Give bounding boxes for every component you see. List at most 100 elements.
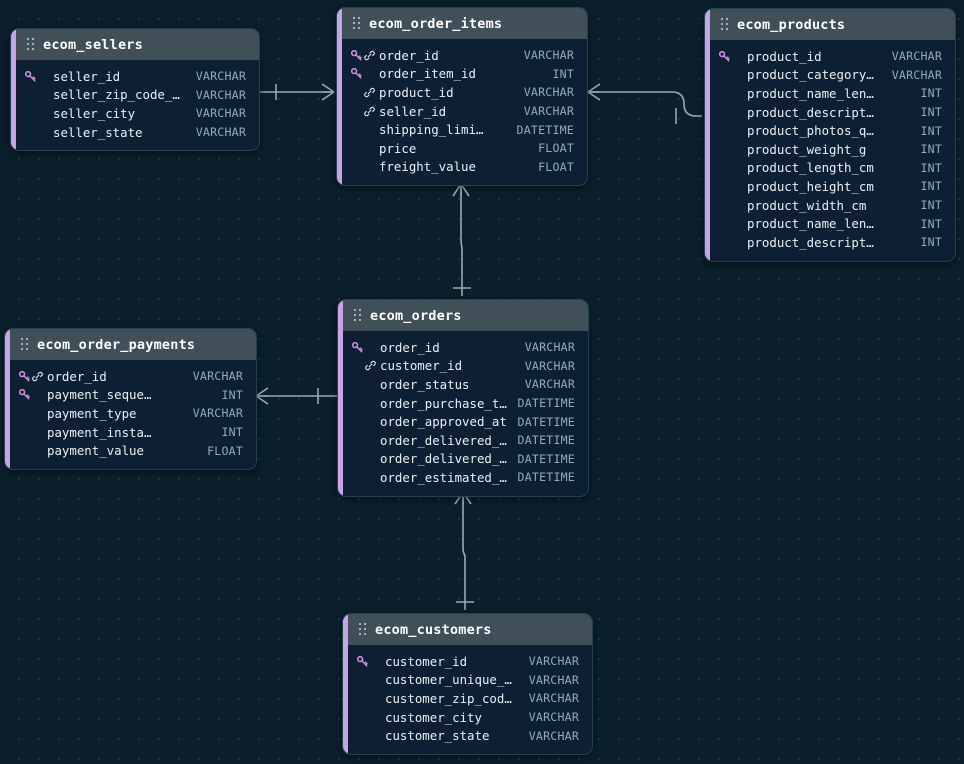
table-header-ecom_sellers[interactable]: ecom_sellers [11,29,259,60]
column-type: INT [920,123,942,138]
drag-handle-icon[interactable] [721,18,729,31]
column-name: customer_id [385,653,468,669]
column-type: INT [221,387,243,402]
primary-key-icon [719,50,730,62]
column-name: order_purchase_t… [380,395,507,411]
drag-handle-icon[interactable] [27,38,35,51]
column-type: DATETIME [517,470,575,485]
column-name: product_name_len… [747,85,874,101]
column-name: product_category… [747,67,874,83]
foreign-key-link-icon [364,106,375,116]
column-type: VARCHAR [523,104,574,119]
primary-key-icon [18,389,31,400]
column-type: DATETIME [517,451,575,466]
foreign-key-link-icon [363,87,376,98]
column-row[interactable]: product_name_len…INT [705,84,955,103]
column-type: DATETIME [516,122,574,137]
drag-handle-icon[interactable] [353,17,361,30]
column-row[interactable]: product_photos_q…INT [705,121,955,140]
column-name: order_status [380,376,470,392]
table-accent-stripe [337,8,342,186]
column-name: seller_state [53,124,143,140]
table-accent-stripe [338,300,343,496]
primary-key-icon [18,370,31,382]
column-row[interactable]: payment_value FLOAT [5,441,256,460]
drag-handle-icon[interactable] [21,338,29,351]
column-row[interactable]: product_category…VARCHAR [705,66,955,85]
column-row[interactable]: product_descript…INT [705,233,955,252]
column-type: VARCHAR [524,377,575,392]
primary-key-icon [351,341,364,353]
column-row[interactable]: order_delivered_…DATETIME [338,431,588,450]
column-row[interactable]: order_estimated_…DATETIME [338,468,588,487]
column-row[interactable]: customer_unique_…VARCHAR [343,671,592,690]
table-header-ecom_customers[interactable]: ecom_customers [343,614,592,645]
column-row[interactable]: payment_seque…INT [5,386,256,405]
table-title: ecom_orders [370,307,462,324]
column-row[interactable]: seller_zip_code_…VARCHAR [11,86,259,105]
table-header-ecom_orders[interactable]: ecom_orders [338,300,588,331]
column-row[interactable]: order_delivered_… DATETIME [338,450,588,469]
crowsfoot-marker [321,83,335,101]
primary-key-icon [19,389,30,400]
column-row[interactable]: order_purchase_t…DATETIME [338,394,588,413]
column-name: product_length_cm [747,160,874,176]
column-type: FLOAT [538,159,574,174]
column-row[interactable]: payment_insta…INT [5,423,256,442]
column-row[interactable]: product_name_len…INT [705,214,955,233]
drag-handle-icon[interactable] [359,623,367,636]
table-header-ecom_order_items[interactable]: ecom_order_items [337,8,587,39]
column-row[interactable]: order_status VARCHAR [338,375,588,394]
edge-payments-to-orders [255,387,348,405]
column-name: payment_value [47,443,144,459]
column-type: FLOAT [207,443,243,458]
column-name: order_delivered_… [380,451,507,467]
table-header-ecom_products[interactable]: ecom_products [705,9,955,40]
drag-handle-icon[interactable] [354,309,362,322]
primary-key-icon [718,50,731,62]
column-name: product_descript… [747,104,874,120]
column-type: VARCHAR [195,69,246,84]
table-header-ecom_order_payments[interactable]: ecom_order_payments [5,329,256,360]
table-title: ecom_sellers [43,36,143,53]
column-row[interactable]: customer_zip_cod…VARCHAR [343,689,592,708]
column-row[interactable]: shipping_limi…DATETIME [337,120,587,139]
column-type: DATETIME [517,433,575,448]
primary-key-icon [352,341,363,353]
column-type: INT [920,235,942,250]
edge-sellers-to-order-items [258,83,335,101]
column-row[interactable]: product_descript…INT [705,103,955,122]
